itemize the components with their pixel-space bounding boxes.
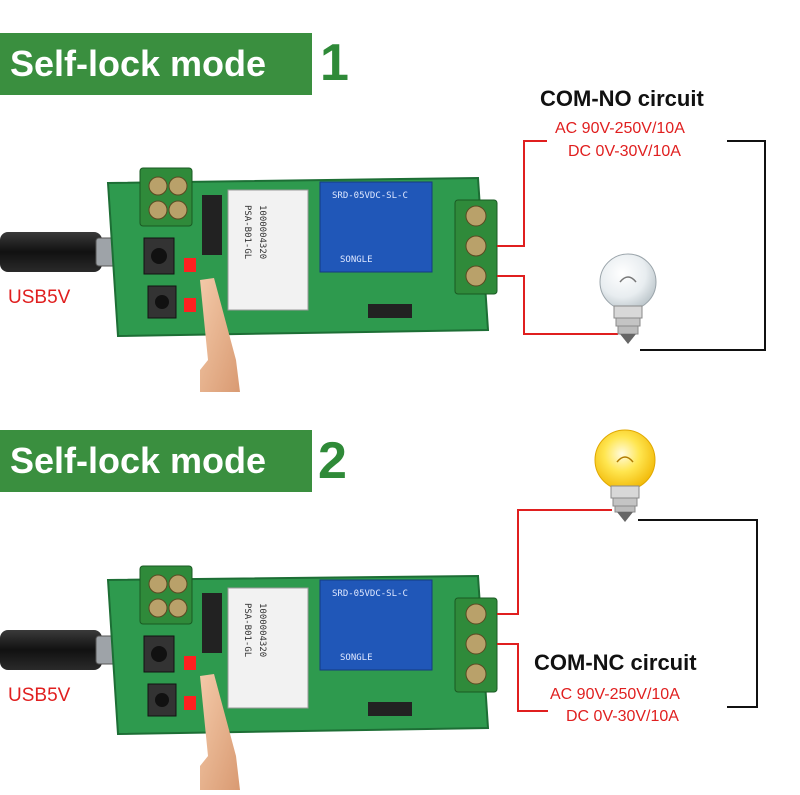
module-serial-2: 1000004320 xyxy=(257,603,267,657)
mode2-number: 2 xyxy=(318,432,347,490)
mode2-spec-dc: DC 0V-30V/10A xyxy=(566,708,679,725)
mode1-usb-label: USB5V xyxy=(8,287,71,308)
led-1a xyxy=(184,258,196,272)
finger-2 xyxy=(200,674,240,790)
mode1-label: Self-lock mode xyxy=(10,43,267,84)
mode2-spec-ac: AC 90V-250V/10A xyxy=(550,686,680,703)
wifi-module-2 xyxy=(227,587,309,709)
mode1-number: 1 xyxy=(320,34,349,92)
module-text-1: PSA-B01-GL xyxy=(242,205,252,259)
wire-red-2a xyxy=(497,509,612,615)
relay-2 xyxy=(319,579,433,671)
finger-1 xyxy=(200,278,240,392)
wire-red-1a xyxy=(497,140,547,247)
wire-red-1b xyxy=(497,275,618,335)
mode1-spec-dc: DC 0V-30V/10A xyxy=(568,143,681,160)
light-bulb-off-icon xyxy=(599,253,657,344)
mode2-circuit-title: COM-NC circuit xyxy=(534,650,697,675)
mode2-usb-label: USB5V xyxy=(8,685,71,706)
wiring-1 xyxy=(497,140,766,351)
light-bulb-on-icon xyxy=(594,429,656,522)
mode1-banner: Self-lock mode xyxy=(0,33,312,95)
wifi-module-1 xyxy=(227,189,309,311)
terminal-block-input-1 xyxy=(139,167,193,227)
usb-cable-1 xyxy=(0,232,102,272)
terminal-block-input-2 xyxy=(139,565,193,625)
relay-1 xyxy=(319,181,433,273)
relay-model-2: SRD-05VDC-SL-C xyxy=(332,589,408,599)
relay-board-2: PSA-B01-GL 1000004320 SRD-05VDC-SL-C SON… xyxy=(0,565,498,790)
push-button-2a xyxy=(143,635,175,673)
wire-red-2b xyxy=(497,643,548,712)
led-2a xyxy=(184,656,196,670)
relay-brand-2: SONGLE xyxy=(340,653,373,663)
wire-black-1 xyxy=(640,140,766,351)
module-serial-1: 1000004320 xyxy=(257,205,267,259)
mode1-spec-ac: AC 90V-250V/10A xyxy=(555,120,685,137)
mode2-banner: Self-lock mode xyxy=(0,430,312,492)
relay-model-1: SRD-05VDC-SL-C xyxy=(332,191,408,201)
wiring-2 xyxy=(497,509,758,712)
relay-board-1: PSA-B01-GL 1000004320 SRD-05VDC-SL-C SON… xyxy=(0,167,498,392)
mode2-label: Self-lock mode xyxy=(10,440,267,481)
led-1b xyxy=(184,298,196,312)
module-text-2: PSA-B01-GL xyxy=(242,603,252,657)
mode1-circuit-title: COM-NO circuit xyxy=(540,86,704,111)
usb-cable-2 xyxy=(0,630,102,670)
relay-brand-1: SONGLE xyxy=(340,255,373,265)
led-2b xyxy=(184,696,196,710)
wire-black-2 xyxy=(638,519,758,708)
